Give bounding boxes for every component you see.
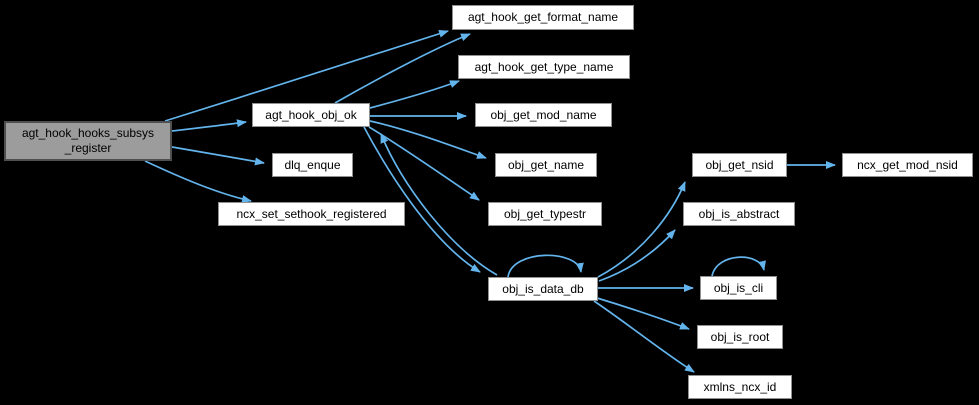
node-agt_hook_hooks_subsys_register[interactable]: agt_hook_hooks_subsys_register bbox=[4, 121, 172, 161]
node-label: agt_hook_obj_ok bbox=[265, 107, 357, 122]
edge-obj_is_data_db-to-xmlns_ncx_id bbox=[593, 300, 695, 373]
node-obj_is_data_db[interactable]: obj_is_data_db bbox=[488, 277, 598, 301]
node-label: xmlns_ncx_id bbox=[703, 379, 777, 394]
node-label: agt_hook_get_type_name bbox=[474, 59, 614, 74]
node-label: agt_hook_hooks_subsys bbox=[21, 126, 155, 140]
edge-obj_is_data_db-to-obj_is_data_db bbox=[507, 254, 584, 278]
node-agt_hook_get_type_name[interactable]: agt_hook_get_type_name bbox=[458, 55, 630, 79]
node-label: obj_is_cli bbox=[713, 280, 764, 295]
edge-agt_hook_obj_ok-to-obj_is_data_db bbox=[363, 126, 481, 273]
node-ncx_get_mod_nsid[interactable]: ncx_get_mod_nsid bbox=[842, 153, 973, 177]
node-label: _register bbox=[64, 141, 112, 155]
node-obj_get_nsid[interactable]: obj_get_nsid bbox=[692, 153, 787, 177]
node-agt_hook_obj_ok[interactable]: agt_hook_obj_ok bbox=[252, 103, 370, 127]
node-label: obj_is_data_db bbox=[502, 281, 584, 296]
node-label: ncx_set_sethook_registered bbox=[236, 206, 387, 221]
edge-obj_is_data_db-to-obj_get_nsid bbox=[597, 181, 686, 278]
edge-obj_is_data_db-to-agt_hook_obj_ok bbox=[380, 133, 498, 276]
node-dlq_enque[interactable]: dlq_enque bbox=[272, 153, 353, 177]
node-ncx_set_sethook_registered[interactable]: ncx_set_sethook_registered bbox=[218, 202, 405, 226]
node-label: obj_get_nsid bbox=[705, 157, 774, 172]
edge-agt_hook_obj_ok-to-obj_get_name bbox=[369, 120, 487, 159]
node-obj_is_root[interactable]: obj_is_root bbox=[697, 325, 783, 349]
node-label: obj_get_name bbox=[507, 157, 585, 172]
edge-agt_hook_obj_ok-to-obj_get_typestr bbox=[368, 126, 480, 201]
node-obj_get_typestr[interactable]: obj_get_typestr bbox=[488, 202, 602, 226]
edge-agt_hook_hooks_subsys_register-to-dlq_enque bbox=[171, 146, 265, 166]
edge-agt_hook_hooks_subsys_register-to-ncx_set_sethook_registered bbox=[144, 160, 252, 203]
edge-obj_is_data_db-to-obj_is_abstract bbox=[598, 229, 676, 282]
edge-agt_hook_hooks_subsys_register-to-agt_hook_obj_ok bbox=[171, 119, 247, 132]
node-label: obj_get_typestr bbox=[503, 206, 587, 221]
node-label: dlq_enque bbox=[284, 157, 341, 172]
edge-agt_hook_hooks_subsys_register-to-agt_hook_get_format_name bbox=[164, 29, 449, 122]
edge-agt_hook_obj_ok-to-agt_hook_get_type_name bbox=[369, 80, 460, 109]
node-label: obj_is_root bbox=[710, 329, 770, 344]
edge-obj_is_cli-to-obj_is_cli bbox=[711, 256, 766, 277]
node-obj_is_abstract[interactable]: obj_is_abstract bbox=[683, 202, 795, 226]
node-obj_get_mod_name[interactable]: obj_get_mod_name bbox=[475, 103, 612, 127]
edge-obj_is_data_db-to-obj_is_root bbox=[596, 297, 690, 330]
node-label: obj_get_mod_name bbox=[490, 107, 597, 122]
node-obj_get_name[interactable]: obj_get_name bbox=[495, 153, 597, 177]
node-agt_hook_get_format_name[interactable]: agt_hook_get_format_name bbox=[452, 5, 634, 30]
edge-agt_hook_obj_ok-to-agt_hook_get_format_name bbox=[334, 33, 471, 104]
node-xmlns_ncx_id[interactable]: xmlns_ncx_id bbox=[688, 375, 792, 399]
node-label: obj_is_abstract bbox=[698, 206, 780, 221]
node-obj_is_cli[interactable]: obj_is_cli bbox=[700, 276, 777, 300]
node-label: ncx_get_mod_nsid bbox=[857, 157, 958, 172]
node-label: agt_hook_get_format_name bbox=[467, 10, 619, 24]
